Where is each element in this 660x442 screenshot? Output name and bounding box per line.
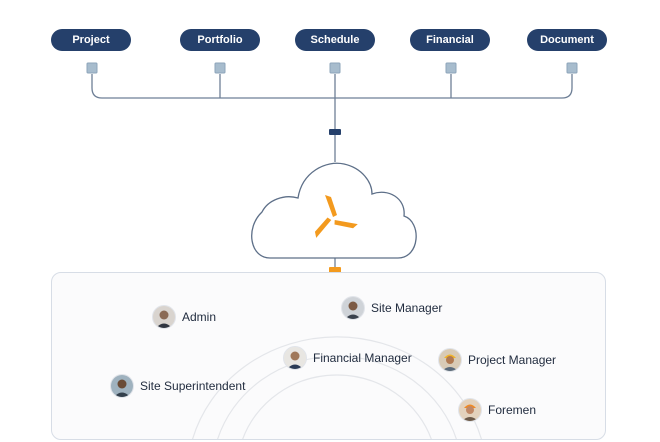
role-project-manager[interactable]: Project Manager [438,348,556,372]
role-admin[interactable]: Admin [152,305,216,329]
person-avatar-icon [341,296,365,320]
role-site-superintendent[interactable]: Site Superintendent [110,374,245,398]
trunk-joint [329,129,341,135]
connector-node-schedule [329,62,341,74]
role-arcs [192,336,482,439]
module-financial-button[interactable]: Financial [410,29,490,51]
person-avatar-icon [110,374,134,398]
connector-node-document [566,62,578,74]
module-schedule-button[interactable]: Schedule [295,29,375,51]
module-project-button[interactable]: Project [51,29,131,51]
person-avatar-icon [458,398,482,422]
role-foremen[interactable]: Foremen [458,398,536,422]
module-document-button[interactable]: Document [527,29,607,51]
module-portfolio-button[interactable]: Portfolio [180,29,260,51]
connector-node-portfolio [214,62,226,74]
person-avatar-icon [152,305,176,329]
connector-bus [91,74,573,99]
role-financial-manager[interactable]: Financial Manager [283,346,412,370]
person-avatar-icon [438,348,462,372]
tri-blade-logo-icon [314,195,358,238]
role-site-manager[interactable]: Site Manager [341,296,442,320]
person-avatar-icon [283,346,307,370]
connector-node-project [86,62,98,74]
roles-panel: Admin Site Manager Financial Manager Pro… [51,272,606,440]
connector-node-financial [445,62,457,74]
